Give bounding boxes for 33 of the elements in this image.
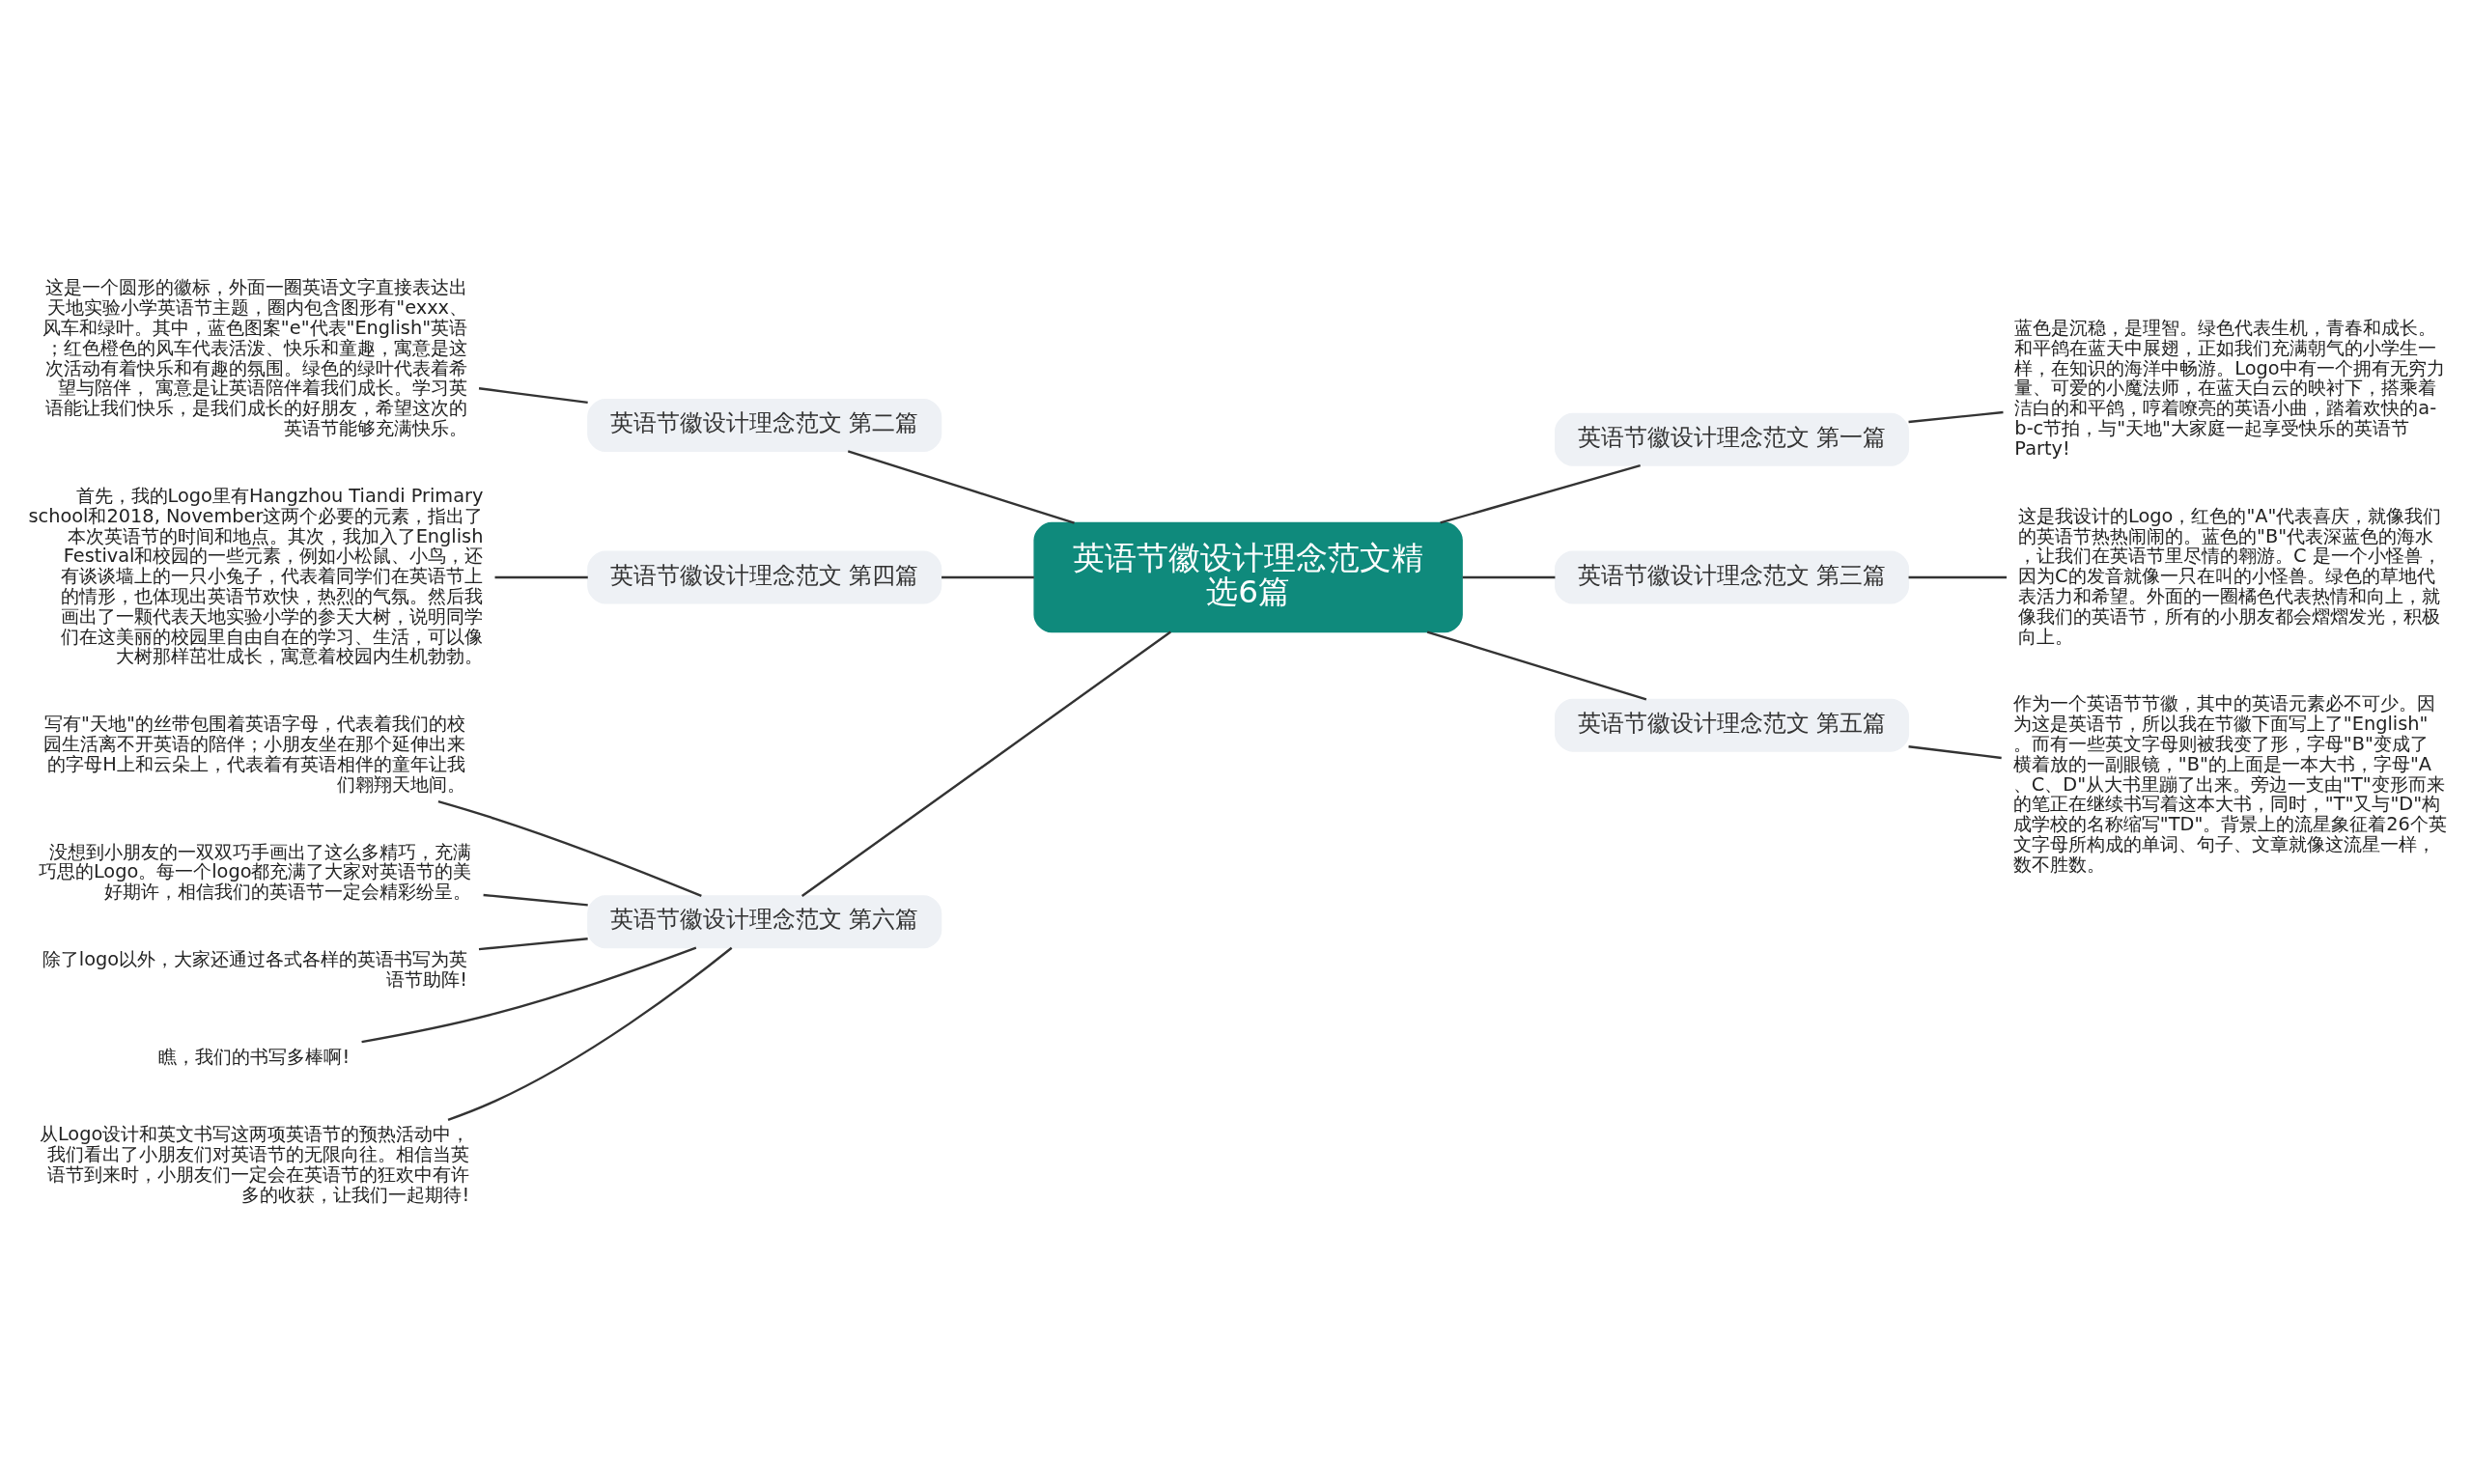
node-box: 英语节徽设计理念范文 第六篇 bbox=[587, 894, 942, 948]
connector bbox=[1462, 575, 1556, 578]
node-text: 除了logo以外，大家还通过各式各样的英语书写为英语节助阵! bbox=[42, 947, 468, 991]
node-box: 英语节徽设计理念范文精选6篇 bbox=[1033, 521, 1463, 632]
connector bbox=[1426, 630, 1647, 700]
node-box: 英语节徽设计理念范文 第二篇 bbox=[587, 398, 942, 452]
node-text: 蓝色是沉稳，是理智。绿色代表生机，青春和成长。和平鸽在蓝天中展翅，正如我们充满朝气的小学生一样，在知识的海洋中畅游。Logo中有一个拥有无穷力量、可爱的小魔法师，在蓝天白云的映衬下，搭乘着洁白的和平鸽，哼着嘹亮的英语小曲，踏着欢快的a-b-c节拍，与"天地"大家庭一起享受快乐的英语节Party! bbox=[2014, 316, 2445, 460]
connector bbox=[1440, 463, 1641, 524]
node-text: 写有"天地"的丝带包围着英语字母，代表着我们的校园生活离不开英语的陪伴；小朋友坐在那个延伸出来的字母H上和云朵上，代表着有英语相伴的童年让我们翱翔天地间。 bbox=[42, 712, 465, 796]
connector bbox=[847, 449, 1075, 524]
connector bbox=[478, 386, 588, 404]
node-text: 瞧，我们的书写多棒啊! bbox=[158, 1045, 351, 1068]
node-box: 英语节徽设计理念范文 第四篇 bbox=[587, 550, 942, 604]
node-box: 英语节徽设计理念范文 第五篇 bbox=[1555, 698, 1910, 752]
connector bbox=[483, 893, 588, 907]
node-text: 这是我设计的Logo，红色的"A"代表喜庆，就像我们的英语节热热闹闹的。蓝色的"B"代表深蓝色的海水，让我们在英语节里尽情的翱游。C 是一个小怪兽，因为C的发音就像一只在叫的小怪兽。绿色的草地代表活力和希望。外面的一圈橘色代表热情和向上，就像我们的英语节，所有的小朋友都会熠熠发光，积极向上。 bbox=[2018, 504, 2442, 648]
node-text: 没想到小朋友的一双双巧手画出了这么多精巧，充满巧思的Logo。每一个logo都充满了大家对英语节的美好期许，相信我们的英语节一定会精彩纷呈。 bbox=[38, 840, 472, 903]
connector bbox=[941, 575, 1034, 578]
node-text: 作为一个英语节节徽，其中的英语元素必不可少。因为这是英语节，所以我在节徽下面写上了"English"。而有一些英文字母则被我变了形，字母"B"变成了横着放的一副眼镜，"B"的上面是一本大书，字母"A、C、D"从大书里蹦了出来。旁边一支由"T"变形而来的笔正在继续书写着这本大书，同时，"T"又与"D"构成学校的名称缩写"TD"。背景上的流星象征着26个英文字母所构成的单词、句子、文章就像这流星一样，数不胜数。 bbox=[2012, 691, 2447, 876]
node-text: 这是一个圆形的徽标，外面一圈英语文字直接表达出天地实验小学英语节主题，圈内包含图形有"exxx、风车和绿叶。其中，蓝色图案"e"代表"English"英语；红色橙色的风车代表活泼、快乐和童趣，寓意是这次活动有着快乐和有趣的氛围。绿色的绿叶代表着希望与陪伴， 寓意是让英语陪伴着我们成长。学习英语能让我们快乐，是我们成长的好朋友，希望这次的英语节能够充满快乐。 bbox=[42, 275, 468, 439]
connector bbox=[1908, 410, 2004, 423]
connector bbox=[437, 799, 702, 897]
connector bbox=[478, 937, 588, 950]
node-box: 英语节徽设计理念范文 第三篇 bbox=[1555, 550, 1910, 604]
connector bbox=[801, 630, 1171, 897]
connector bbox=[494, 575, 588, 578]
node-box: 英语节徽设计理念范文 第一篇 bbox=[1555, 412, 1910, 466]
node-text: 首先，我的Logo里有Hangzhou Tiandi Primary school和2018, November这两个必要的元素，指出了本次英语节的时间和地点。其次，我加入了English Festival和校园的一些元素，例如小松鼠、小鸟，还有谈谈墙上的一只小兔子，代表着同学们在英语节上的情形，也体现出英语节欢快，热烈的气氛。然后我画出了一颗代表天地实验小学的参天大树，说明同学们在这美丽的校园里自由自在的学习、生活，可以像大树那样茁壮成长，寓意着校园内生机勃勃。 bbox=[28, 484, 484, 667]
connector bbox=[1908, 744, 2002, 759]
connector bbox=[1908, 575, 2008, 578]
connector bbox=[361, 946, 697, 1043]
connector bbox=[447, 946, 733, 1121]
node-text: 从Logo设计和英文书写这两项英语节的预热活动中，我们看出了小朋友们对英语节的无限向往。相信当英语节到来时，小朋友们一定会在英语节的狂欢中有许多的收获，让我们一起期待! bbox=[39, 1122, 470, 1206]
